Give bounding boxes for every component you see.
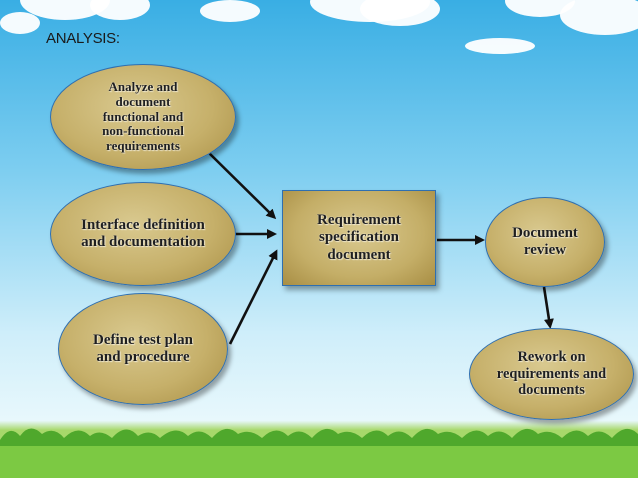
arrow-analyze-to-spec (207, 151, 277, 220)
arrow-review-to-rework (542, 286, 554, 329)
grass-strip (0, 428, 638, 478)
node-document-review: Document review (485, 197, 605, 287)
node-label: Rework on requirements and documents (496, 348, 607, 399)
node-rework: Rework on requirements and documents (469, 328, 634, 420)
cloud (560, 0, 638, 35)
node-test-plan: Define test plan and procedure (58, 293, 228, 405)
node-label: Analyze and document functional and non-… (102, 78, 184, 154)
cloud (360, 0, 440, 26)
node-analyze-requirements: Analyze and document functional and non-… (50, 64, 236, 170)
cloud (465, 38, 535, 54)
node-label: Interface definition and documentation (81, 216, 205, 250)
cloud (20, 0, 110, 20)
node-requirement-spec-document: Requirement specification document (282, 190, 436, 286)
cloud (0, 12, 40, 34)
arrow-testplan-to-spec (228, 249, 278, 345)
cloud (90, 0, 150, 20)
cloud (200, 0, 260, 22)
slide-heading: ANALYSIS: (46, 30, 120, 47)
node-label: Document review (512, 224, 578, 258)
cloud (505, 0, 575, 17)
node-interface-definition: Interface definition and documentation (50, 182, 236, 286)
node-label: Requirement specification document (317, 212, 401, 263)
node-label: Define test plan and procedure (93, 331, 193, 365)
